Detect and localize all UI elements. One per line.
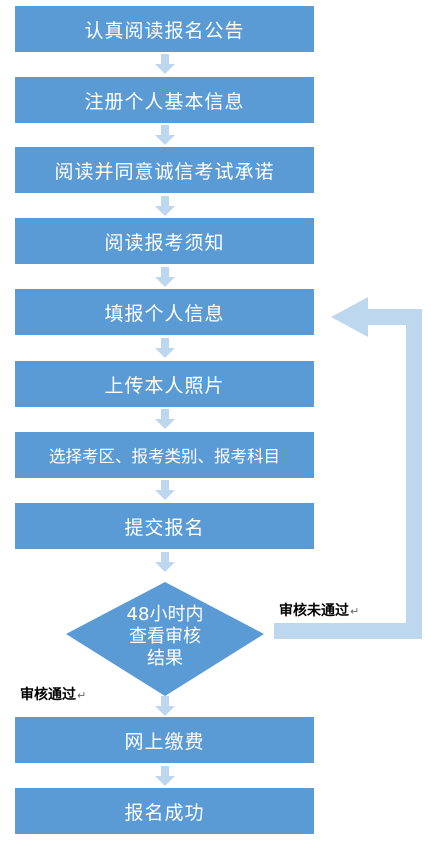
step-submit: 提交报名 [15, 503, 314, 549]
step-agree-commitment: 阅读并同意诚信考试承诺 [15, 147, 314, 193]
decision-text: 48小时内 查看审核 结果 [105, 604, 225, 670]
step-select-area-category: 选择考区、报考类别、报考科目 [15, 432, 314, 478]
down-arrow-icon [155, 480, 175, 500]
label-review-passed: 审核通过↵ [20, 684, 86, 704]
down-arrow-icon [155, 267, 175, 287]
step-upload-photo: 上传本人照片 [15, 361, 314, 407]
down-arrow-icon [155, 409, 175, 429]
down-arrow-icon [155, 766, 175, 786]
decision-line-2: 查看审核 [129, 626, 201, 647]
step-success: 报名成功 [15, 788, 314, 834]
return-mark-icon: ↵ [350, 605, 360, 618]
step-online-payment: 网上缴费 [15, 717, 314, 763]
step-fill-personal-info: 填报个人信息 [15, 289, 314, 335]
decision-line-1: 48小时内 [126, 604, 204, 625]
step-read-notice: 阅读报考须知 [15, 218, 314, 264]
down-arrow-icon [155, 338, 175, 358]
down-arrow-icon [155, 54, 175, 74]
label-review-failed-text: 审核未通过 [279, 603, 349, 619]
down-arrow-icon [155, 552, 175, 572]
label-review-failed: 审核未通过↵ [279, 600, 359, 620]
label-review-passed-text: 审核通过 [20, 687, 76, 703]
down-arrow-icon [155, 125, 175, 145]
decision-diamond [66, 582, 264, 696]
down-arrow-icon [155, 696, 175, 716]
step-read-announcement: 认真阅读报名公告 [15, 6, 314, 52]
return-mark-icon: ↵ [77, 689, 87, 702]
loop-back-arrow [274, 297, 422, 639]
down-arrow-icon [155, 196, 175, 216]
step-register-info: 注册个人基本信息 [15, 77, 314, 123]
decision-line-3: 结果 [147, 648, 183, 669]
